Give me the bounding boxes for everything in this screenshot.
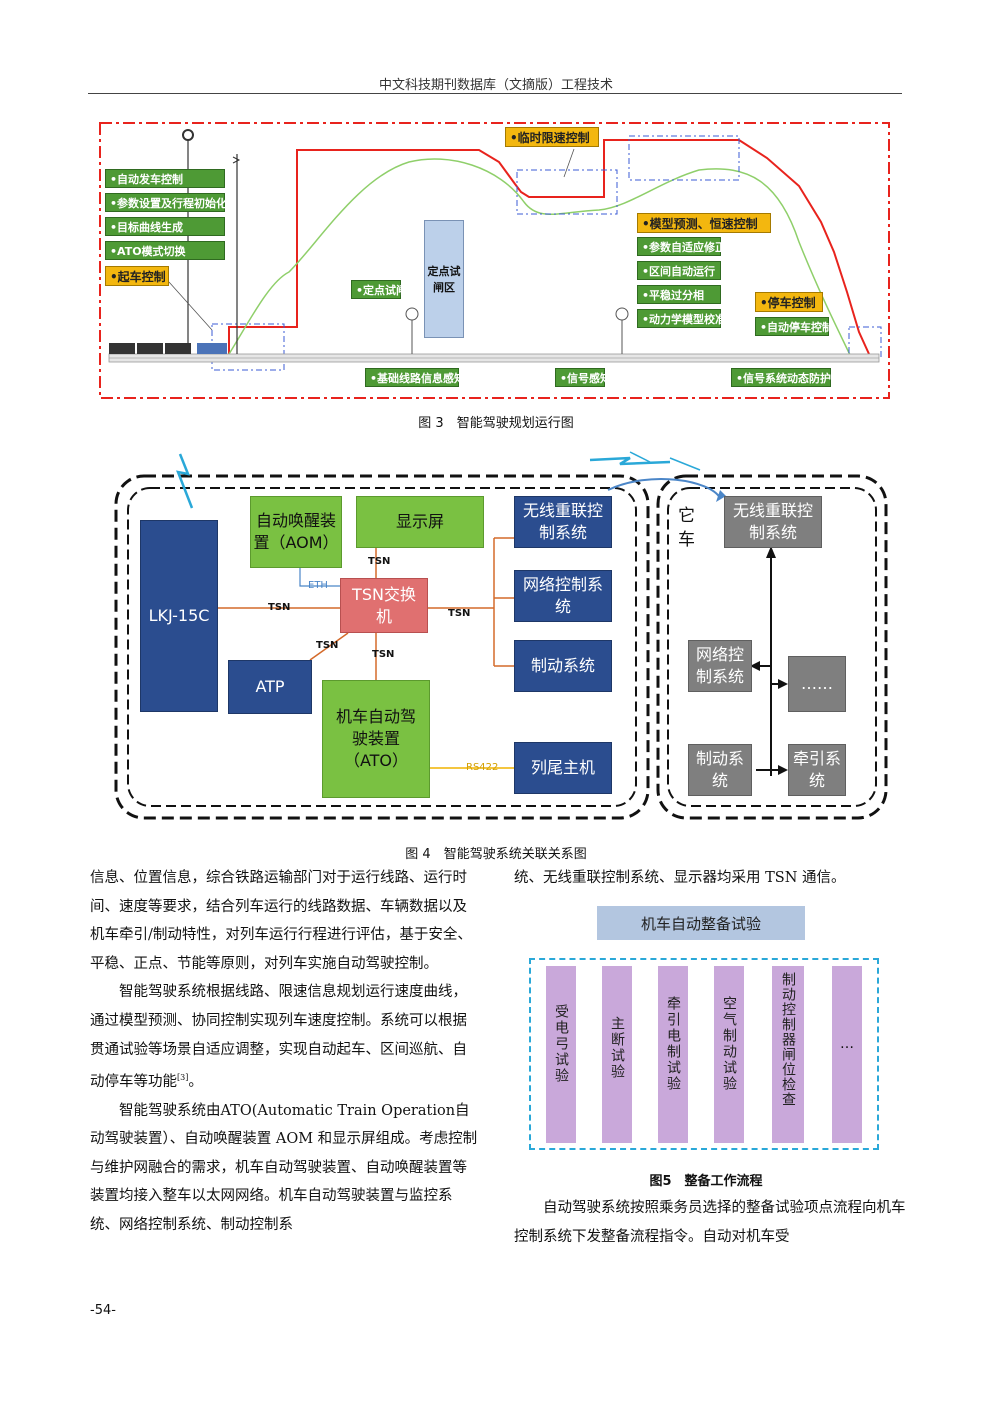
fig5-title: 机车自动整备试验 bbox=[597, 906, 805, 940]
fig4-tsn-label-lkj: TSN bbox=[268, 602, 291, 613]
fig3-box-line-info: •基础线路信息感知 bbox=[365, 368, 465, 387]
fig3-box-temp-speed: •临时限速控制 bbox=[505, 127, 599, 147]
fig5-item-traction: 牵引电制试验 bbox=[658, 966, 688, 1143]
left-paragraph-3: 智能驾驶系统由ATO(Automatic Train Operation自动驾驶… bbox=[90, 1102, 478, 1233]
figure-4-caption: 图 4 智能驾驶系统关联关系图 bbox=[405, 847, 587, 862]
fig3-box-fixed-point: •定点试闸 bbox=[351, 280, 407, 299]
fig4-atp: ATP bbox=[228, 660, 312, 714]
fig4-tsn-label-ato: TSN bbox=[372, 649, 395, 660]
fig4-network: 网络控制系统 bbox=[514, 570, 612, 622]
figure-3: •自动发车控制 •参数设置及行程初始化 •目标曲线生成 •ATO模式切换 •起车… bbox=[99, 122, 892, 400]
right-paragraph-2: 自动驾驶系统按照乘务员选择的整备试验项点流程向机车控制系统下发整备流程指令。自动… bbox=[514, 1200, 906, 1245]
fig4-display: 显示屏 bbox=[356, 496, 484, 548]
fig3-box-phase-split: •平稳过分相 bbox=[637, 285, 721, 304]
fig4-other-wireless: 无线重联控制系统 bbox=[724, 496, 822, 548]
fig3-box-stop-control: •停车控制 bbox=[755, 292, 823, 312]
figure-4: LKJ-15C 自动唤醒装置（AOM） 显示屏 TSN交换机 ATP 机车自动驾… bbox=[110, 450, 890, 822]
fig4-other-brake: 制动系统 bbox=[688, 744, 752, 796]
fig5-container bbox=[529, 958, 879, 1150]
left-paragraph-1: 信息、位置信息，综合铁路运输部门对于运行线路、运行时间、速度等要求，结合列车运行… bbox=[90, 870, 472, 972]
right-paragraph-1: 统、无线重联控制系统、显示器均采用 TSN 通信。 bbox=[514, 870, 846, 886]
fig3-box-auto-depart: •自动发车控制 bbox=[105, 169, 225, 188]
fig5-item-pantograph: 受电弓试验 bbox=[546, 966, 576, 1143]
fig4-tsn-label-display: TSN bbox=[368, 556, 391, 567]
figure-5-caption: 图5 整备工作流程 bbox=[649, 1174, 763, 1189]
fig4-aom: 自动唤醒装置（AOM） bbox=[250, 496, 342, 568]
fig4-tsn-switch: TSN交换机 bbox=[340, 578, 428, 633]
page-number: -54- bbox=[90, 1303, 116, 1318]
header-rule bbox=[88, 93, 902, 94]
fig3-box-section-run: •区间自动运行 bbox=[637, 261, 721, 280]
fig4-tsn-label-right: TSN bbox=[448, 608, 471, 619]
fig4-wireless: 无线重联控制系统 bbox=[514, 496, 612, 548]
fig5-item-air-brake: 空气制动试验 bbox=[714, 966, 744, 1143]
fig4-other-traction: 牵引系统 bbox=[788, 744, 846, 796]
figure-4-drawing bbox=[114, 451, 888, 820]
fig3-box-auto-stop: •自动停车控制 bbox=[755, 317, 833, 336]
fig3-box-signal-protect: •信号系统动态防护 bbox=[731, 368, 831, 387]
figure-3-caption: 图 3 智能驾驶规划运行图 bbox=[418, 416, 574, 431]
fig4-tsn-label-atp: TSN bbox=[316, 640, 339, 651]
fig5-item-main-breaker: 主断试验 bbox=[602, 966, 632, 1143]
journal-header: 中文科技期刊数据库（文摘版）工程技术 bbox=[378, 78, 613, 93]
fig5-item-more: … bbox=[832, 966, 862, 1143]
fig4-lkj: LKJ-15C bbox=[140, 520, 218, 712]
fig3-box-dynamics: •动力学模型校准 bbox=[637, 309, 726, 328]
fig4-ato: 机车自动驾驶装置（ATO） bbox=[322, 680, 430, 798]
figure-3-drawing bbox=[99, 122, 890, 399]
fig3-box-model-predict: •模型预测、恒速控制 bbox=[637, 213, 771, 233]
fig3-box-ato-mode: •ATO模式切换 bbox=[105, 241, 225, 260]
fig3-box-param-init: •参数设置及行程初始化 bbox=[105, 193, 227, 212]
left-paragraph-2-text: 智能驾驶系统根据线路、限速信息规划运行速度曲线，通过模型预测、协同控制实现列车速… bbox=[90, 984, 467, 1090]
fig3-box-param-adapt: •参数自适应修正 bbox=[637, 237, 726, 256]
fig5-item-brake-controller: 制动控制器闸位检查 bbox=[772, 966, 804, 1143]
citation-ref: [3] bbox=[177, 1073, 189, 1083]
fig3-box-start-control: •起车控制 bbox=[105, 266, 169, 286]
fig4-brake: 制动系统 bbox=[514, 640, 612, 692]
left-column: 信息、位置信息，综合铁路运输部门对于运行线路、运行时间、速度等要求，结合列车运行… bbox=[90, 864, 478, 1240]
fig3-box-signal: •信号感知 bbox=[555, 368, 611, 387]
left-paragraph-2-end: 。 bbox=[188, 1073, 203, 1090]
fig4-eth-label: ETH bbox=[308, 580, 328, 591]
left-paragraph-2: 智能驾驶系统根据线路、限速信息规划运行速度曲线，通过模型预测、协同控制实现列车速… bbox=[90, 978, 478, 1096]
fig4-tail: 列尾主机 bbox=[514, 742, 612, 794]
fig4-other-dots: …… bbox=[788, 656, 846, 712]
fig3-test-zone: 定点试闸区 bbox=[424, 220, 464, 338]
fig3-box-target-curve: •目标曲线生成 bbox=[105, 217, 225, 236]
fig4-rs422-label: RS422 bbox=[466, 762, 499, 773]
fig4-other-network: 网络控制系统 bbox=[688, 640, 752, 692]
fig4-other-car: 它车 bbox=[678, 506, 695, 550]
